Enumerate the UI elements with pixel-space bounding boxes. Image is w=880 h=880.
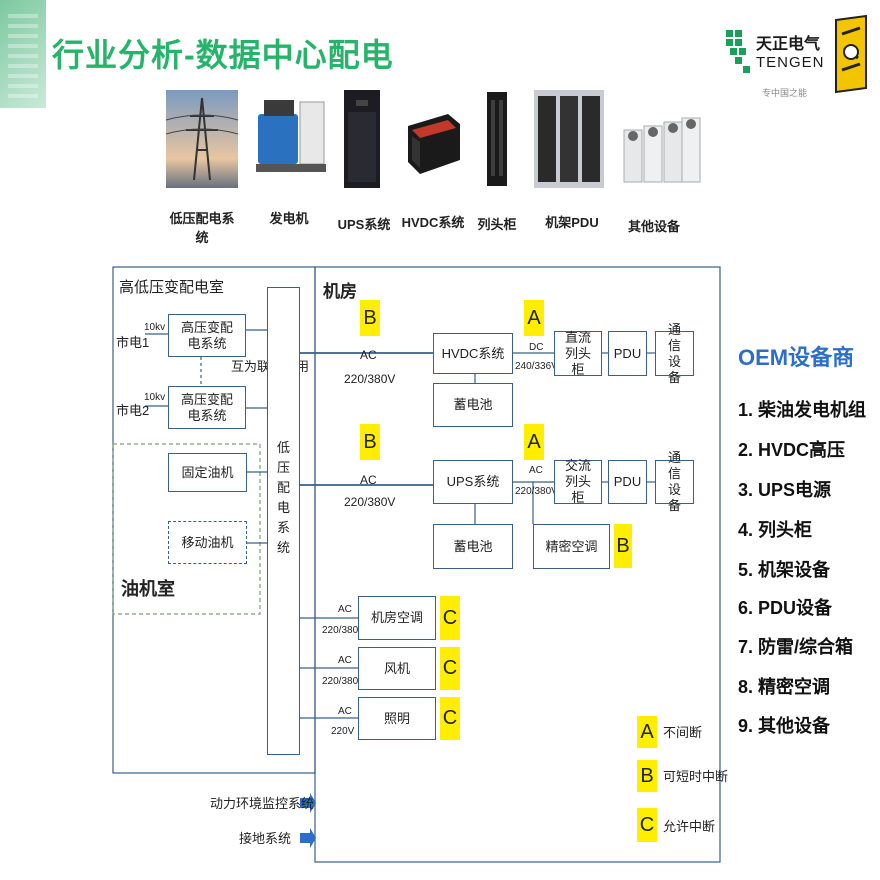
oem-list-item: 8. 精密空调 [738, 677, 831, 697]
oem-list-item: 2. HVDC高压 [738, 440, 846, 460]
oem-list-item: 7. 防雷/综合箱 [738, 637, 854, 657]
product-label: UPS系统 [337, 217, 391, 232]
grade-b-marker: B [360, 300, 380, 336]
logo-tagline: 专中国之能 [762, 88, 808, 98]
ac-label: AC [338, 706, 352, 717]
dc-voltage-label: 240/336V [515, 361, 558, 372]
hvdc-unit-image [408, 114, 460, 174]
fan-box: 风机 [358, 647, 436, 690]
oem-list-item: 3. UPS电源 [738, 480, 832, 500]
hv-distribution-box-1: 高压变配电系统 [168, 314, 246, 357]
oil-room-label: 油机室 [121, 579, 175, 599]
grade-a-marker: A [524, 300, 544, 336]
product-label: 列头柜 [477, 217, 517, 232]
voltage-label: 10kv [144, 392, 166, 403]
corner-building-decoration [0, 0, 46, 108]
env-monitor-label: 动力环境监控系统 [210, 796, 315, 811]
grade-c-marker: C [440, 647, 460, 690]
room-ac-box: 机房空调 [358, 596, 436, 640]
oem-list-item: 9. 其他设备 [738, 716, 831, 736]
grade-b-marker: B [360, 424, 380, 460]
dc-label: DC [529, 342, 544, 353]
comm-equipment-box-2: 通信设备 [655, 450, 694, 513]
grade-b-marker: B [614, 524, 632, 568]
logo-english-name: TENGEN [756, 54, 825, 71]
other-equipment-image [623, 117, 701, 183]
product-label: 发电机 [269, 211, 309, 226]
city-power-2-label: 市电2 [116, 403, 150, 418]
ac-label: AC [360, 348, 377, 362]
legend-text-b: 可短时中断 [663, 769, 729, 784]
column-cabinet-image [487, 92, 507, 186]
oem-list-item: 6. PDU设备 [738, 598, 833, 618]
city-power-1-label: 市电1 [116, 335, 150, 350]
oem-list-item: 5. 机架设备 [738, 560, 831, 580]
server-room-label: 机房 [323, 282, 357, 301]
legend-letter-b: B [637, 760, 657, 792]
product-label: 其他设备 [627, 219, 680, 234]
mobile-generator-box: 移动油机 [168, 521, 247, 564]
product-label: 低压配电系统 [169, 211, 235, 245]
grade-a-marker: A [524, 424, 544, 460]
ac-voltage-label: 220/380V [344, 372, 396, 386]
legend-text-a: 不间断 [663, 725, 703, 740]
ac-voltage-label: 220/380V [322, 676, 365, 687]
grade-c-marker: C [440, 697, 460, 740]
ac-voltage-label: 220/380V [515, 486, 558, 497]
ac-label: AC [338, 604, 352, 615]
product-label: 机架PDU [545, 215, 599, 230]
ac-label: AC [338, 655, 352, 666]
ups-system-box: UPS系统 [433, 460, 513, 504]
tengen-logo-icon [726, 30, 750, 73]
mascot-badge-icon [835, 14, 867, 94]
lv-distribution-box: 低压配电系统 [267, 287, 300, 755]
dc-column-cabinet-box: 直流列头柜 [554, 330, 602, 377]
voltage-label: 10kv [144, 322, 166, 333]
battery-box-1: 蓄电池 [433, 383, 513, 427]
logo-chinese-name: 天正电气 [756, 36, 821, 53]
battery-box-2: 蓄电池 [433, 524, 513, 569]
rack-pdu-image [534, 90, 604, 188]
hvdc-system-box: HVDC系统 [433, 333, 513, 374]
hv-distribution-box-2: 高压变配电系统 [168, 386, 246, 429]
grounding-label: 接地系统 [239, 831, 292, 846]
legend-letter-c: C [637, 808, 657, 842]
fixed-generator-box: 固定油机 [168, 453, 247, 492]
ac-voltage-label: 220/380V [322, 625, 365, 636]
oem-list-item: 1. 柴油发电机组 [738, 400, 867, 420]
legend-letter-a: A [637, 716, 657, 748]
ups-cabinet-image [344, 90, 380, 188]
precision-ac-box: 精密空调 [533, 524, 610, 569]
ac-voltage-label: 220/380V [344, 495, 396, 509]
ac-column-cabinet-box: 交流列头柜 [554, 458, 602, 505]
ac-voltage-label: 220V [331, 726, 355, 737]
comm-equipment-box-1: 通信设备 [655, 322, 694, 385]
pdu-box-1: PDU [608, 331, 647, 376]
ac-label: AC [529, 465, 543, 476]
oem-list-item: 4. 列头柜 [738, 520, 813, 540]
pdu-box-2: PDU [608, 460, 647, 504]
grade-c-marker: C [440, 596, 460, 640]
ac-label: AC [360, 473, 377, 487]
oem-title: OEM设备商 [738, 345, 855, 370]
legend-text-c: 允许中断 [663, 819, 716, 834]
lighting-box: 照明 [358, 697, 436, 740]
generator-image [256, 100, 326, 172]
page-title: 行业分析-数据中心配电 [52, 37, 394, 73]
substation-room-label: 高低压变配电室 [119, 279, 225, 296]
power-tower-image [166, 90, 238, 188]
product-label: HVDC系统 [401, 215, 465, 230]
